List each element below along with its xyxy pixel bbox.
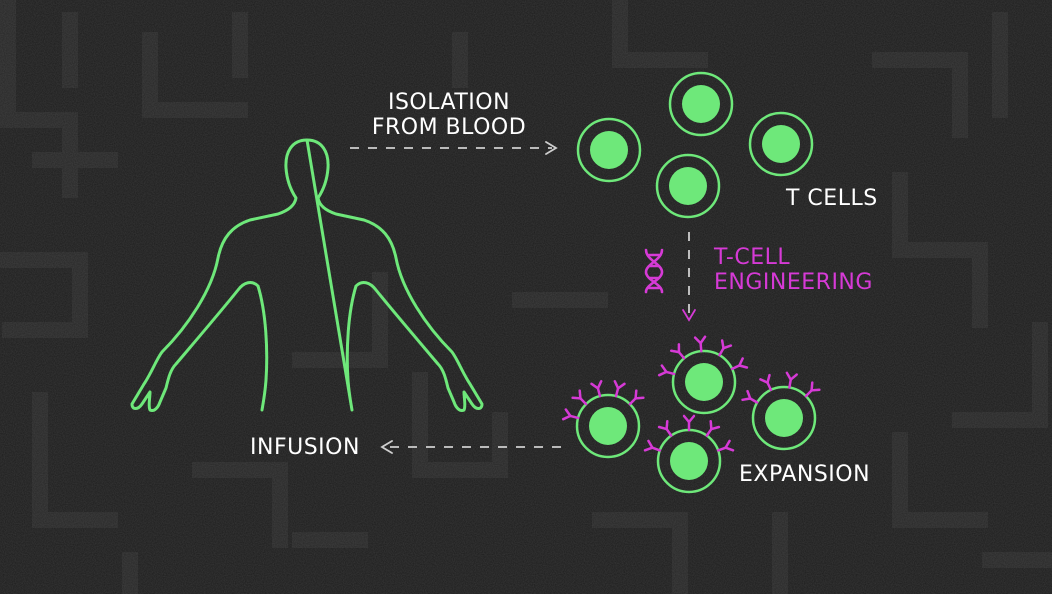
arrow-engineering [682, 232, 696, 322]
t-cell [576, 117, 642, 183]
car-t-cell [741, 371, 821, 451]
label-engineering-line1: T-CELL [713, 245, 790, 270]
label-expansion: EXPANSION [739, 462, 870, 487]
arrow-isolation [350, 141, 558, 155]
t-cell [655, 153, 721, 219]
car-t-cell [643, 414, 735, 494]
label-t-cells: T CELLS [785, 186, 878, 211]
label-isolation-line2: FROM BLOOD [372, 115, 526, 140]
label-isolation-line1: ISOLATION [388, 90, 510, 115]
t-cells-group [576, 71, 814, 219]
car-t-cells-group [561, 335, 821, 494]
label-infusion: INFUSION [250, 435, 360, 460]
dna-helix-icon [644, 248, 664, 294]
human-silhouette-icon [130, 138, 484, 412]
car-t-cell [561, 379, 645, 459]
t-cell [668, 71, 734, 137]
t-cell [748, 111, 814, 177]
car-t-cell [657, 335, 749, 415]
arrow-infusion [380, 440, 570, 454]
label-engineering-line2: ENGINEERING [714, 270, 873, 295]
